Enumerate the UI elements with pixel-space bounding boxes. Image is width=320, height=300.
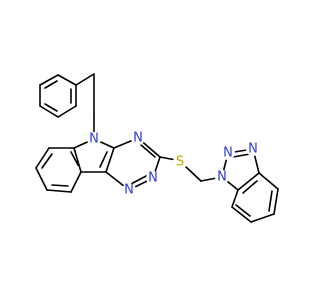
bond	[75, 73, 95, 86]
bond	[185, 166, 202, 182]
atom-mask	[246, 142, 260, 156]
atom-mask	[122, 183, 136, 197]
bond	[57, 105, 77, 118]
bond	[35, 167, 48, 191]
triazine-nitrogen-2-label: N	[148, 171, 158, 186]
bond	[130, 174, 149, 185]
bond	[44, 103, 58, 112]
bond	[57, 74, 77, 86]
atom-layer: N N N N S N N N	[87, 131, 260, 198]
bond	[235, 204, 251, 217]
triazine-nitrogen-4-label: N	[133, 131, 143, 146]
structure-drawing: N N N N S N N N	[35, 73, 279, 223]
bond	[41, 153, 53, 169]
bond	[44, 80, 58, 89]
bond-layer	[35, 73, 279, 223]
bond	[231, 206, 252, 223]
bond	[105, 147, 115, 173]
molecule-diagram: N N N N S N N N	[35, 73, 279, 223]
benzotriazole-nitrogen-3-label: N	[248, 142, 258, 157]
bond	[250, 213, 275, 223]
benzotriazole-nitrogen-2-label: N	[223, 146, 233, 161]
bond	[99, 151, 108, 168]
bond	[231, 189, 239, 208]
atom-mask	[131, 131, 145, 145]
atom-mask	[173, 155, 187, 169]
bond	[268, 190, 273, 212]
benzotriazole-nitrogen-1-label: N	[217, 170, 227, 185]
bond	[39, 105, 59, 118]
bond	[159, 156, 177, 161]
bond	[237, 172, 260, 191]
indole-nitrogen-label: N	[89, 132, 99, 147]
atom-mask	[221, 146, 235, 160]
atom-mask	[87, 132, 101, 146]
bond	[46, 189, 72, 193]
atom-mask	[146, 171, 160, 185]
bond	[242, 180, 258, 194]
atom-mask	[215, 170, 229, 184]
bond	[273, 188, 279, 215]
bond	[35, 147, 50, 169]
bond	[73, 147, 82, 173]
bond	[70, 171, 82, 193]
sulfur-label: S	[176, 155, 184, 170]
bond	[39, 74, 59, 86]
bond	[258, 172, 279, 190]
bond	[140, 144, 156, 158]
triazine-nitrogen-1-label: N	[124, 183, 134, 198]
bond	[51, 184, 69, 187]
bond	[232, 153, 251, 158]
bond	[70, 151, 79, 166]
